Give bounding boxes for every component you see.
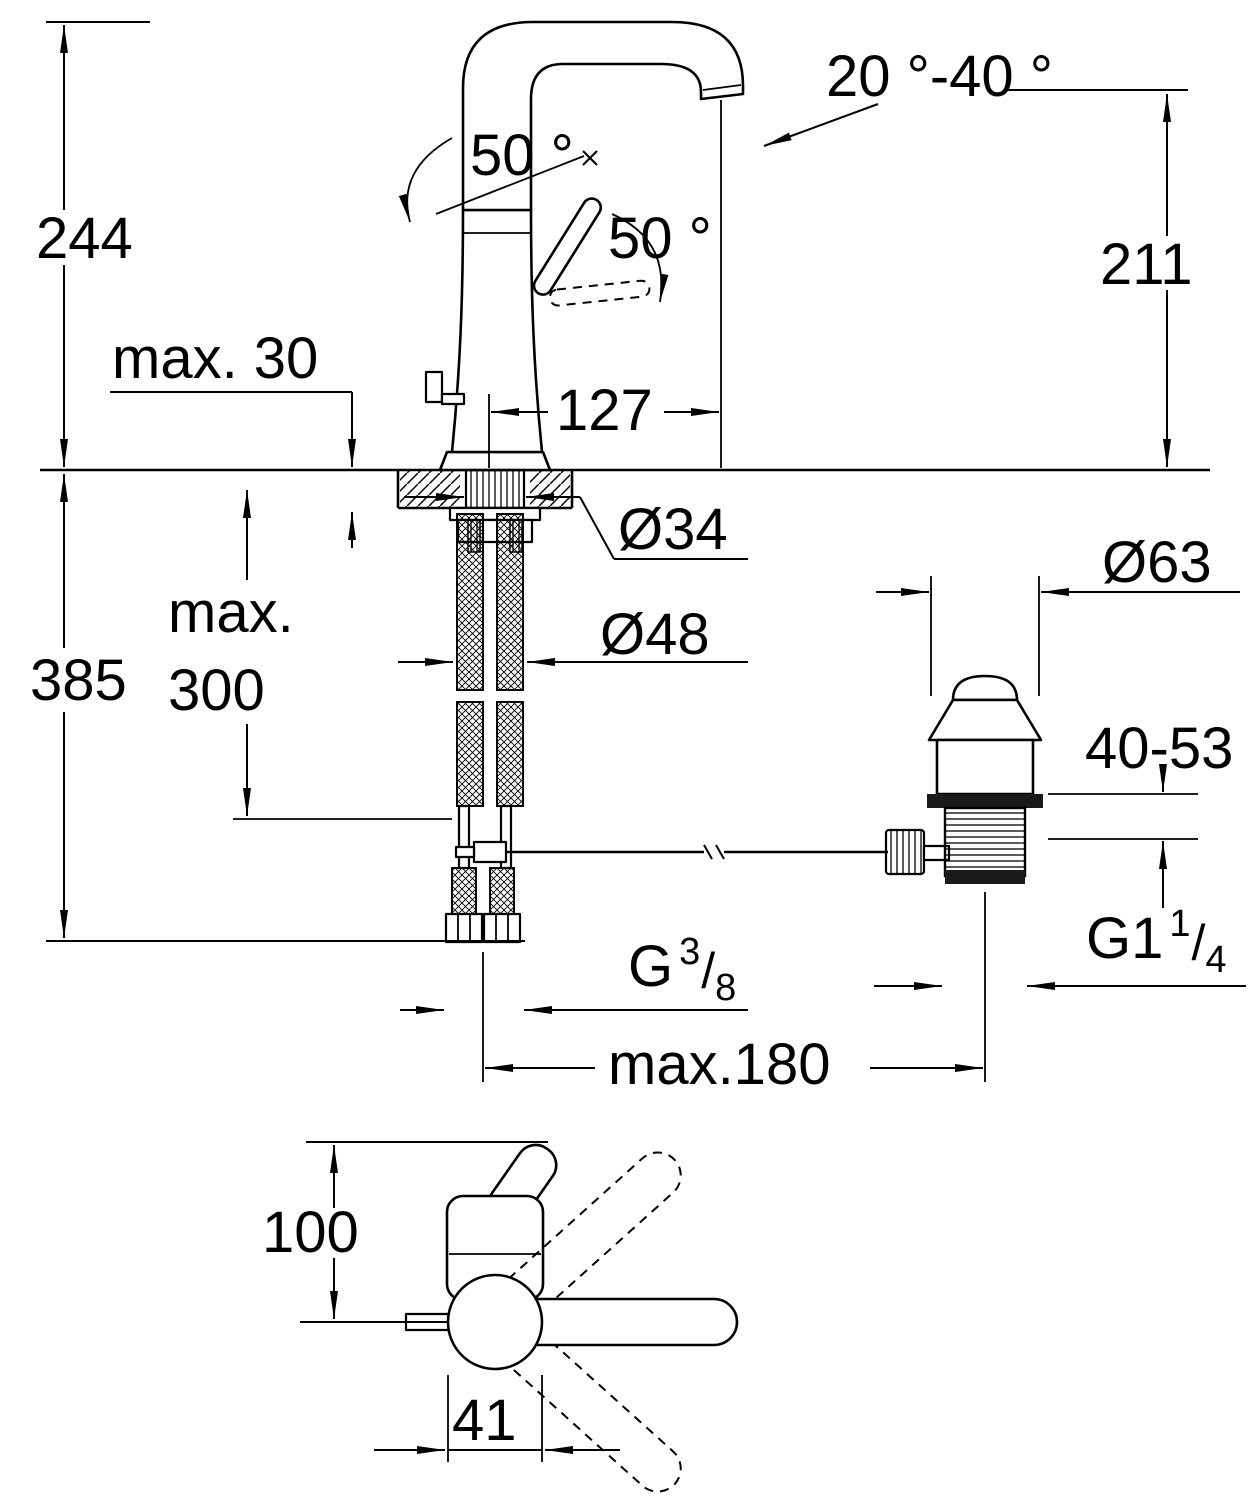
plan-view (404, 1143, 739, 1493)
dim-spout-angle-label: 20 °-40 ° (826, 44, 1053, 109)
waste-thread-slash: / (1192, 915, 1206, 971)
supply-hose-left-upper (456, 513, 484, 691)
supply-thread-slash: / (701, 943, 715, 999)
dim-4053-label: 40-53 (1085, 716, 1233, 781)
waste-flange-cone (927, 698, 1043, 742)
supply-hose-right-lower (496, 701, 524, 807)
waste-thread-denominator: 4 (1205, 939, 1226, 981)
supply-nut-left (444, 912, 484, 944)
dim-lever-angle-label: 50 ° (608, 206, 712, 271)
axis-cross-mark-2 (582, 150, 598, 166)
counter-hatch-right (530, 471, 570, 507)
lever-handle (532, 197, 603, 296)
lever-arc-arrow (611, 213, 669, 303)
waste-seal-ring (927, 794, 1043, 808)
counter-hatch-left (400, 471, 460, 507)
mounting-shank (464, 468, 526, 516)
rod-break-tick-2 (715, 844, 725, 860)
popup-rod-knob (424, 370, 444, 404)
supply-thread-denominator: 8 (715, 967, 736, 1009)
dim-spout-angle-leader (763, 103, 879, 147)
plan-handle-pivot (446, 1273, 544, 1371)
faucet-body (450, 208, 544, 454)
swivel-arc-arrow (398, 137, 453, 223)
dim-max300-label-word: max. (168, 580, 294, 645)
supply-thread-numerator: 3 (679, 931, 700, 973)
dimensions: 244 385 max. 30 max. 300 127 211 20 °-40… (30, 21, 1246, 1462)
popup-rod-stem (440, 392, 466, 406)
hose-tube-left (457, 804, 471, 870)
dim-d48-label: Ø48 (600, 602, 710, 667)
supply-nut-right (482, 912, 522, 944)
supply-hose-right-upper (496, 513, 524, 691)
popup-rod-joint (472, 840, 508, 864)
under-counter-assembly (444, 468, 888, 944)
waste-lower-band (945, 870, 1025, 884)
drain-assembly (884, 674, 1043, 884)
dim-127-label: 127 (556, 378, 653, 443)
supply-thread-base: G (628, 934, 673, 999)
dim-d63-label: Ø63 (1102, 530, 1212, 595)
popup-rod-screw (454, 845, 476, 859)
hose-braid-end-right (489, 867, 515, 915)
dim-d34-label: Ø34 (618, 497, 728, 562)
dim-max300-label-value: 300 (168, 658, 265, 723)
dim-100-label: 100 (262, 1200, 359, 1265)
dim-211-label: 211 (1100, 232, 1192, 297)
waste-thread-base: G1 (1086, 906, 1163, 971)
spout (461, 20, 745, 212)
base-escutcheon (438, 450, 552, 472)
hose-braid-end-left (451, 867, 477, 915)
waste-upper-body (935, 738, 1035, 796)
waste-push-cap (951, 674, 1019, 702)
swivel-axis-line (435, 155, 585, 215)
lever-handle-open-position (548, 279, 651, 307)
dim-41-label: 41 (452, 1388, 517, 1453)
countertop (40, 468, 1210, 510)
dim-385-label: 385 (30, 648, 127, 713)
dim-swivel-angle-label: 50 ° (470, 123, 574, 188)
dim-244-label: 244 (36, 206, 133, 271)
waste-thread-numerator: 1 (1169, 903, 1190, 945)
rod-break-tick-1 (703, 844, 713, 860)
dim-max180-label: max.180 (608, 1032, 830, 1097)
waste-threaded-tailpiece (943, 806, 1027, 878)
dim-max30-label: max. 30 (112, 326, 318, 391)
supply-hose-left-lower (456, 701, 484, 807)
spout-aerator-line (702, 84, 742, 91)
rod-knurled-connector (884, 828, 926, 876)
dim-d34-leader-diagonal (579, 496, 615, 560)
